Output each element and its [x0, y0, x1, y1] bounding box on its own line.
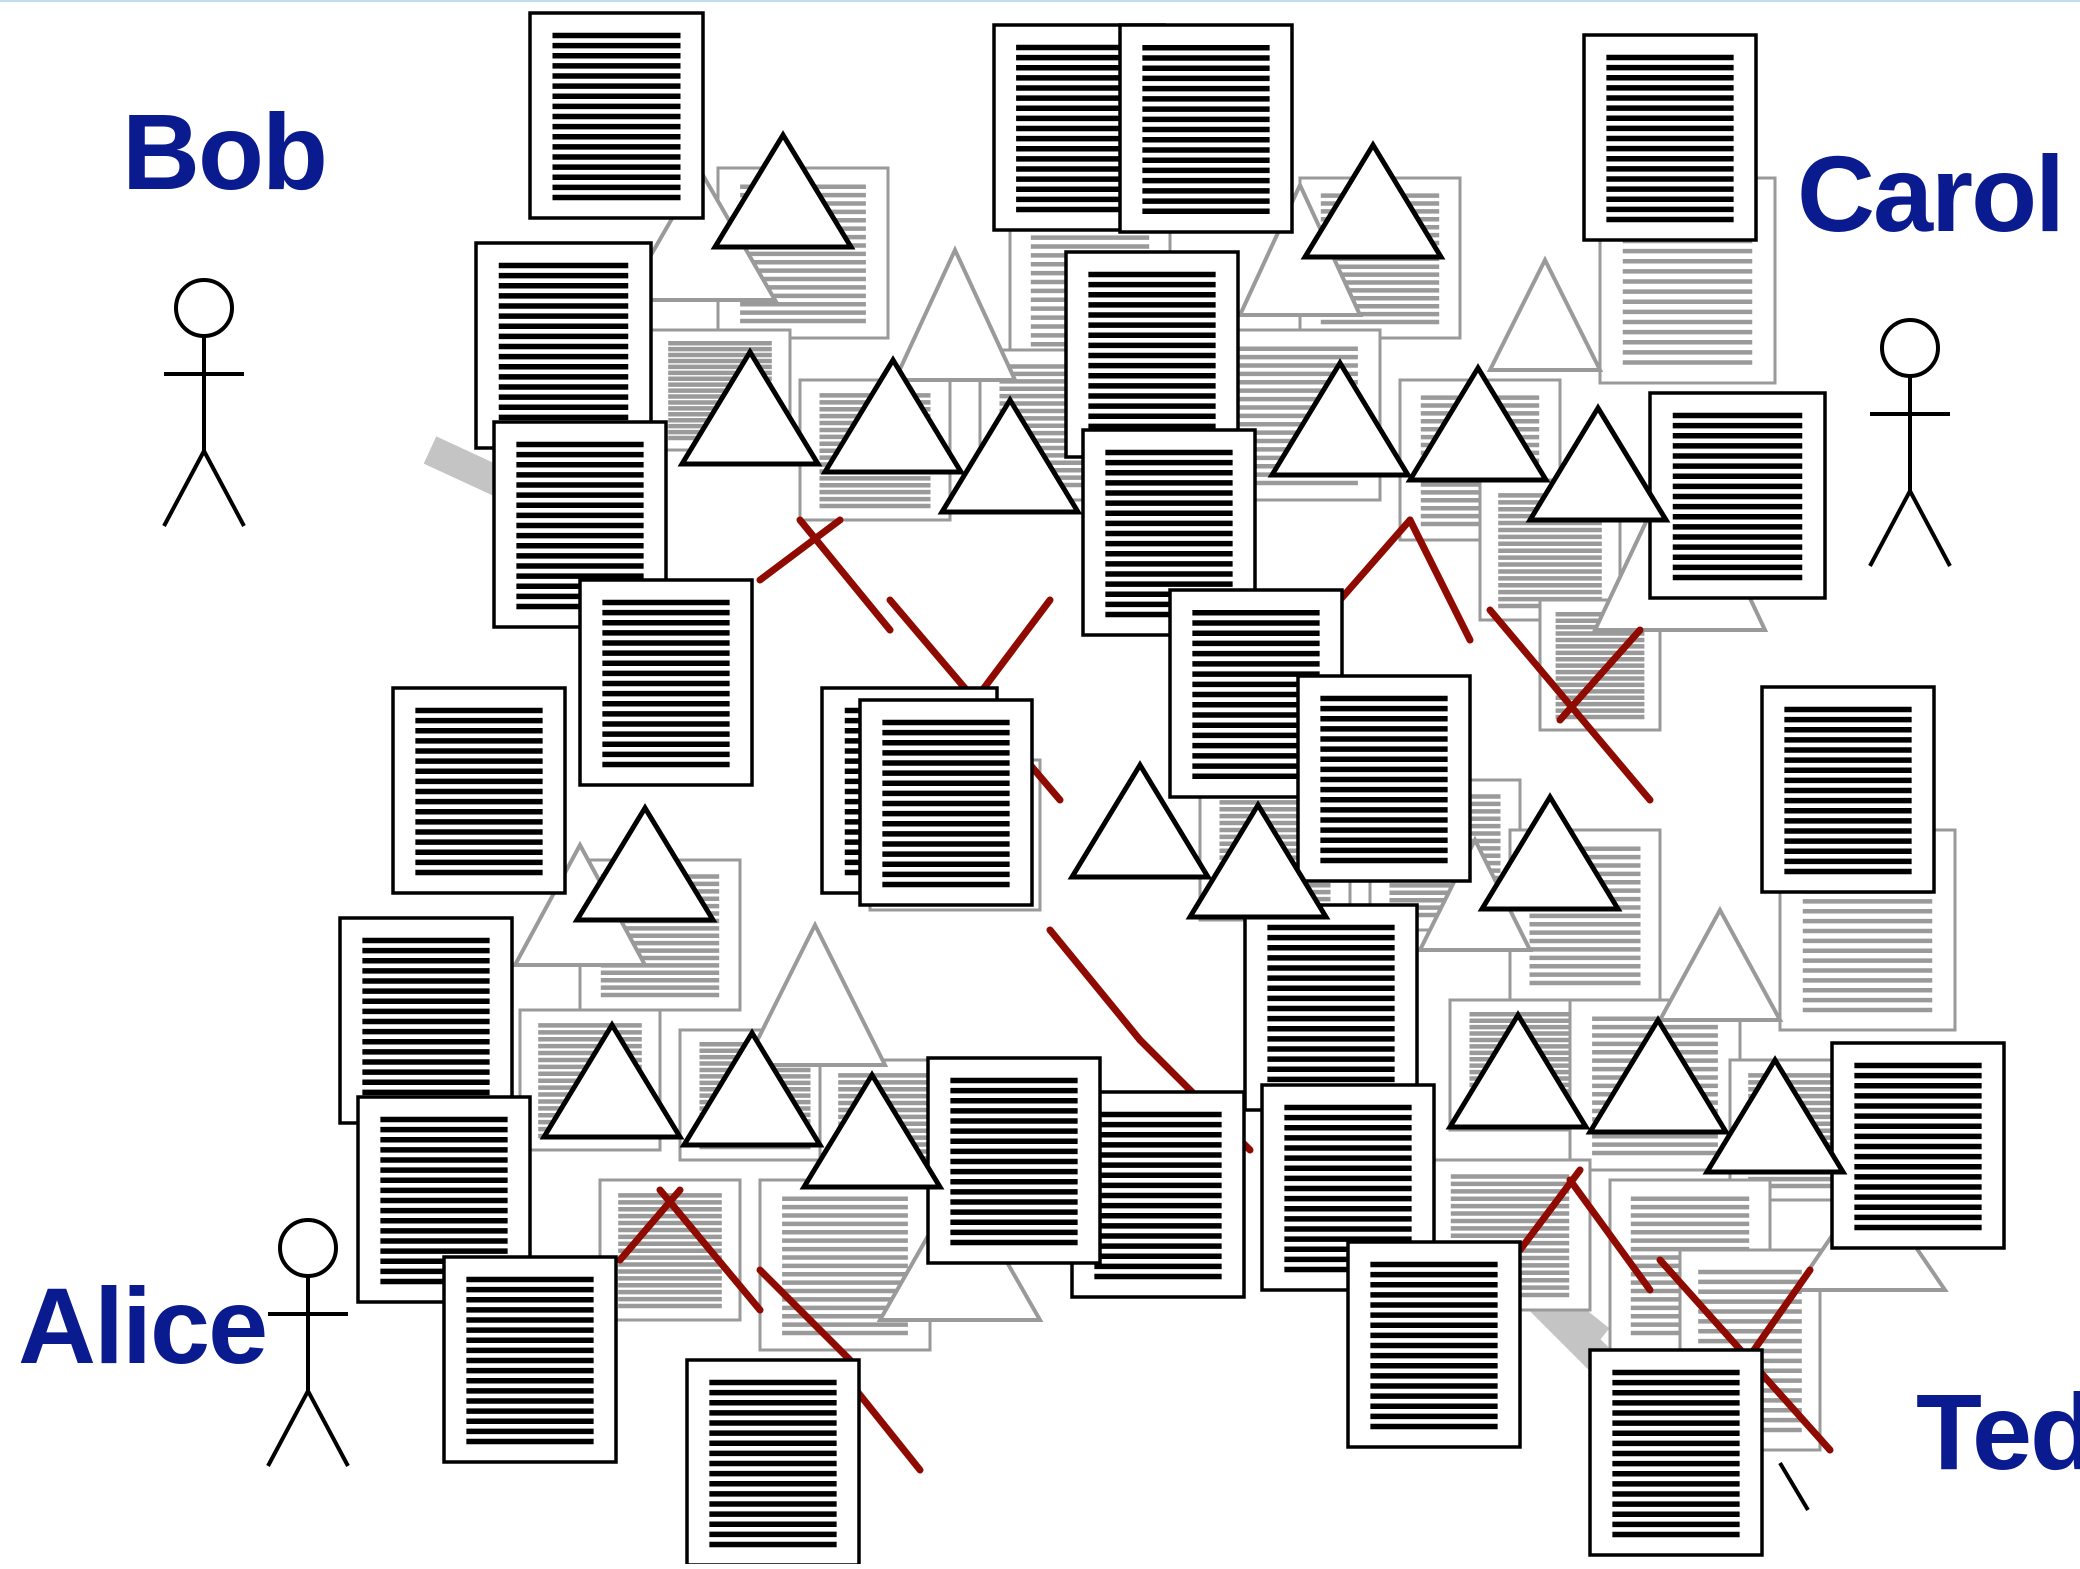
cross-mark-icon	[760, 520, 890, 630]
document-icon	[1650, 393, 1825, 598]
stick-figure-icon	[164, 280, 244, 526]
document-icon	[530, 13, 703, 218]
document-icon	[1584, 35, 1756, 240]
label-ted: Ted	[1916, 1378, 2080, 1486]
triangle-icon	[1660, 910, 1780, 1020]
label-alice: Alice	[18, 1272, 266, 1380]
triangle-icon	[1490, 260, 1600, 370]
document-icon	[580, 580, 752, 785]
document-icon	[760, 1180, 930, 1350]
stick-figure-icon	[268, 1220, 348, 1466]
document-icon	[860, 700, 1032, 905]
document-icon	[1120, 25, 1292, 232]
document-icon	[340, 918, 512, 1123]
document-icon	[687, 1360, 859, 1564]
document-icon	[928, 1058, 1100, 1263]
document-icon	[1066, 252, 1238, 457]
document-icon	[1832, 1043, 2004, 1248]
document-icon	[1590, 1350, 1762, 1555]
connector-tick	[1780, 1463, 1808, 1510]
stick-figure-icon	[1870, 320, 1950, 566]
label-carol: Carol	[1797, 140, 2063, 248]
document-icon	[1298, 676, 1470, 881]
document-icon	[1762, 687, 1934, 892]
document-icon	[1245, 905, 1417, 1110]
document-icon	[444, 1257, 616, 1462]
document-icon	[1348, 1242, 1520, 1447]
triangle-icon	[745, 925, 885, 1065]
triangle-icon	[895, 250, 1015, 380]
document-icon	[476, 243, 651, 448]
document-icon	[393, 688, 565, 893]
label-bob: Bob	[122, 98, 326, 206]
